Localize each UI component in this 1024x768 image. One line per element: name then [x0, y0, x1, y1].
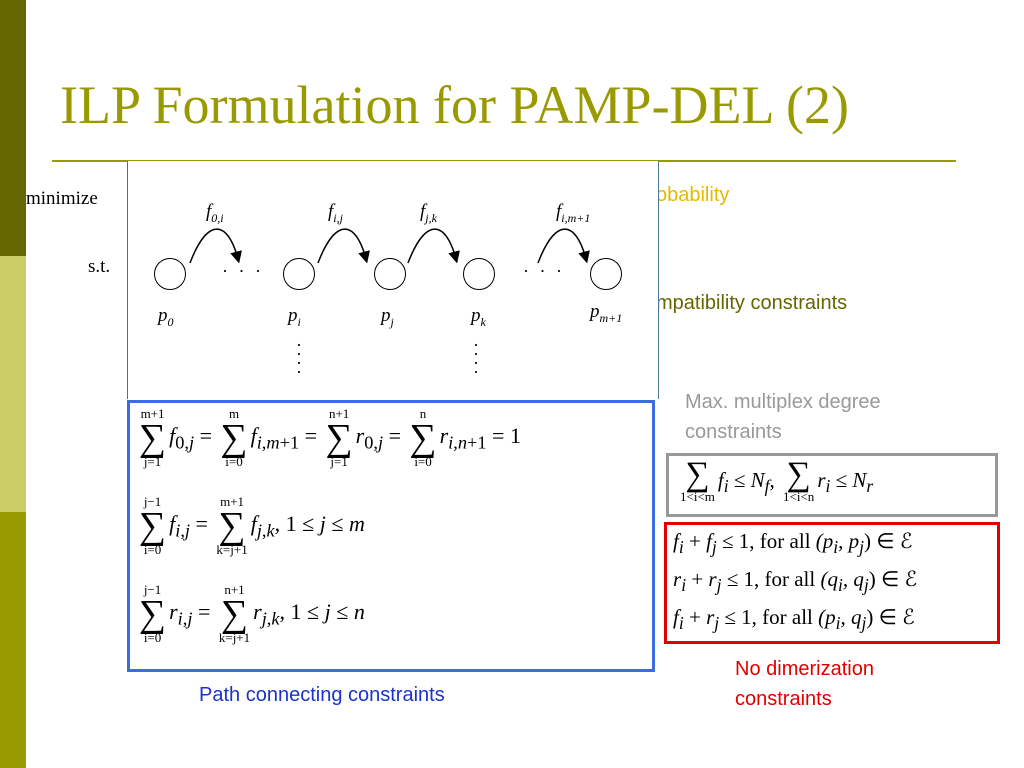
ellipsis-right: · · · — [523, 261, 565, 281]
flow-label-f0i: f0,i — [206, 201, 224, 225]
ellipsis-left: · · · — [222, 261, 264, 281]
arc-arrows — [189, 228, 590, 264]
multiplex-label-line1: Max. multiplex degree — [685, 391, 881, 413]
dimerization-label-line2: constraints — [735, 688, 832, 710]
vertical-ellipsis-pk: ···· — [473, 335, 479, 382]
multiplex-label-line2: constraints — [685, 421, 782, 443]
dimerization-row-3: fi + rj ≤ 1, for all (pi, qj) ∈ ℰ — [673, 605, 915, 634]
dimerization-label-line1: No dimerization — [735, 658, 874, 680]
node-p0 — [154, 258, 186, 290]
path-constraints-label: Path connecting constraints — [199, 684, 445, 706]
node-pk — [463, 258, 495, 290]
sidebar-band-mid — [0, 512, 26, 768]
sidebar-band-light — [0, 256, 26, 512]
flow-label-fim1: fi,m+1 — [556, 201, 591, 225]
slide-title: ILP Formulation for PAMP-DEL (2) — [60, 75, 849, 135]
node-label-pm1: pm+1 — [590, 301, 623, 325]
dimerization-row-1: fi + fj ≤ 1, for all (pi, pj) ∈ ℰ — [673, 529, 913, 558]
vertical-ellipsis-pi: ···· — [296, 335, 302, 382]
path-graph-diagram: f0,i fi,j fj,k fi,m+1 · · · · · · p0 pi … — [127, 161, 659, 399]
node-pj — [374, 258, 406, 290]
dimerization-row-2: ri + rj ≤ 1, for all (qi, qj) ∈ ℰ — [673, 567, 918, 596]
sidebar-decoration — [0, 0, 26, 768]
subject-to-label: s.t. — [88, 256, 111, 277]
minimize-label: minimize — [26, 188, 98, 209]
dimerization-constraints-box: fi + fj ≤ 1, for all (pi, pj) ∈ ℰ ri + r… — [664, 522, 1000, 644]
arc-fjk — [407, 228, 460, 264]
arc-fij — [317, 228, 370, 264]
node-label-pi: pi — [288, 305, 301, 329]
node-label-p0: p0 — [158, 305, 174, 329]
arc-f0i — [189, 228, 242, 264]
probability-text: obability — [656, 184, 730, 206]
node-label-pk: pk — [471, 305, 486, 329]
flow-label-fjk: fj,k — [420, 201, 437, 225]
compatibility-constraints-text: mpatibility constraints — [656, 292, 848, 314]
flow-label-fij: fi,j — [328, 201, 343, 225]
node-pm1 — [590, 258, 622, 290]
node-pi — [283, 258, 315, 290]
arc-fim1 — [537, 228, 590, 264]
sidebar-band-dark — [0, 0, 26, 256]
node-label-pj: pj — [381, 305, 394, 329]
